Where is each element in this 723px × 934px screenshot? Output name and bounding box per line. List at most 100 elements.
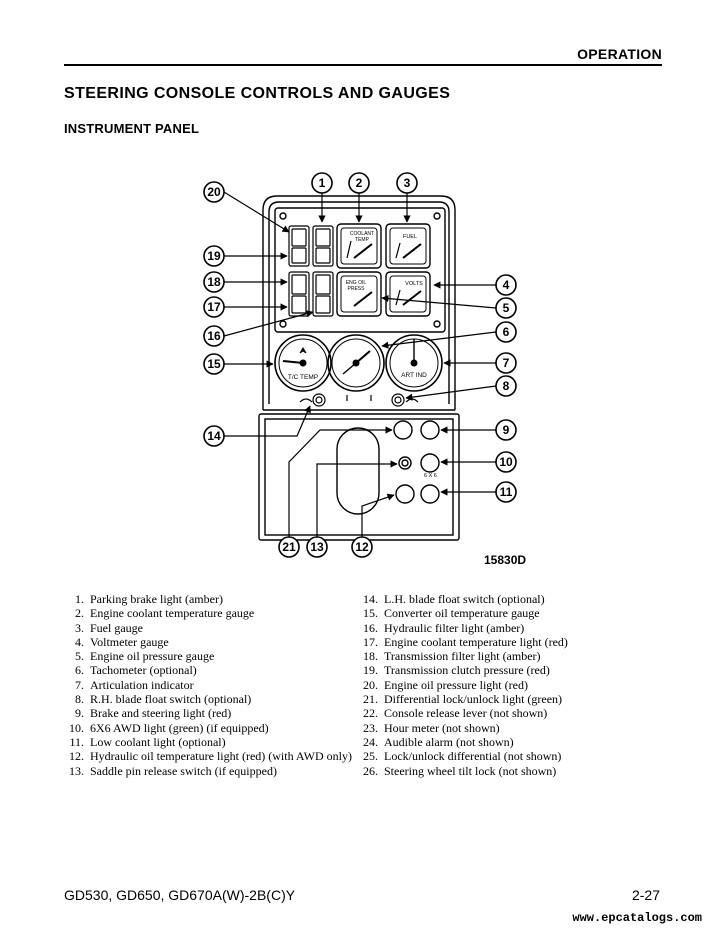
footer-page-number: 2-27 xyxy=(631,887,660,903)
legend-item: 3.Fuel gauge xyxy=(75,620,143,635)
tachometer-gauge xyxy=(327,334,385,392)
svg-text:2: 2 xyxy=(356,176,363,190)
awd-label: 6 X 6 xyxy=(424,473,437,479)
footer-url[interactable]: www.epcatalogs.com xyxy=(572,911,702,925)
callout-12: 12 xyxy=(351,536,373,558)
legend-item: 17.Engine coolant temperature light (red… xyxy=(363,634,568,649)
warning-lamps-left xyxy=(288,225,334,317)
callout-6: 6 xyxy=(495,321,517,343)
art-ind-label: ART IND xyxy=(401,372,427,379)
legend-item: 10.6X6 AWD light (green) (if equipped) xyxy=(69,720,269,735)
legend-item: 1.Parking brake light (amber) xyxy=(75,592,223,606)
instrument-panel-diagram: COOLANT TEMP FUEL ENG OIL PRESS VOLTS T/… xyxy=(203,172,526,567)
svg-text:13: 13 xyxy=(310,540,324,554)
lower-console-lights: 6 X 6 xyxy=(393,420,440,504)
footer-model: GD530, GD650, GD670A(W)-2B(C)Y xyxy=(64,887,296,903)
legend-item: 2.Engine coolant temperature gauge xyxy=(75,606,255,621)
volts-label: VOLTS xyxy=(405,281,423,287)
legend-item: 16.Hydraulic filter light (amber) xyxy=(363,620,525,635)
svg-text:11: 11 xyxy=(500,485,513,499)
leader-lines xyxy=(223,191,497,538)
svg-text:14: 14 xyxy=(207,429,221,443)
callout-16: 16 xyxy=(203,325,225,347)
legend-item: 22.Console release lever (not shown) xyxy=(363,706,548,721)
svg-text:3: 3 xyxy=(404,176,411,190)
legend-item: 20.Engine oil pressure light (red) xyxy=(363,677,528,692)
blade-float-switches xyxy=(299,393,419,407)
legend-item: 14.L.H. blade float switch (optional) xyxy=(363,592,545,606)
legend-item: 26.Steering wheel tilt lock (not shown) xyxy=(363,763,557,778)
callout-9: 9 xyxy=(495,419,517,441)
svg-text:8: 8 xyxy=(503,379,510,393)
legend-item: 13.Saddle pin release switch (if equippe… xyxy=(69,763,277,778)
legend-item: 8.R.H. blade float switch (optional) xyxy=(75,692,252,707)
svg-text:5: 5 xyxy=(503,301,510,315)
svg-text:10: 10 xyxy=(499,455,513,469)
voltmeter-gauge: VOLTS xyxy=(385,271,431,317)
legend-item: 6.Tachometer (optional) xyxy=(75,663,197,678)
callout-13: 13 xyxy=(306,536,328,558)
callout-21: 21 xyxy=(278,536,300,558)
callouts: 1 2 3 4 5 6 7 8 9 10 11 12 13 14 15 16 1… xyxy=(203,172,517,558)
coolant-label-1: COOLANT xyxy=(350,231,374,237)
callout-2: 2 xyxy=(348,172,370,194)
legend-item: 25.Lock/unlock differential (not shown) xyxy=(363,749,562,764)
tc-temp-label: T/C TEMP xyxy=(288,374,318,381)
svg-text:9: 9 xyxy=(503,423,510,437)
svg-text:17: 17 xyxy=(207,300,221,314)
svg-text:20: 20 xyxy=(207,185,221,199)
callout-14: 14 xyxy=(203,425,225,447)
callout-19: 19 xyxy=(203,245,225,267)
legend-item: 24.Audible alarm (not shown) xyxy=(363,734,514,749)
svg-text:6: 6 xyxy=(503,325,510,339)
callout-8: 8 xyxy=(495,375,517,397)
legend-item: 23.Hour meter (not shown) xyxy=(363,720,500,735)
page-title: STEERING CONSOLE CONTROLS AND GAUGES xyxy=(64,85,451,102)
legend-item: 18.Transmission filter light (amber) xyxy=(363,649,541,664)
coolant-temp-gauge: COOLANT TEMP xyxy=(336,223,382,269)
legend-item: 4.Voltmeter gauge xyxy=(75,634,169,649)
legend-right: 14.L.H. blade float switch (optional) 15… xyxy=(356,592,568,778)
legend-item: 9.Brake and steering light (red) xyxy=(75,706,232,721)
fuel-gauge: FUEL xyxy=(385,223,431,269)
articulation-indicator: ART IND xyxy=(385,334,443,392)
legend-item: 5.Engine oil pressure gauge xyxy=(75,649,215,664)
callout-17: 17 xyxy=(203,296,225,318)
legend-item: 11.Low coolant light (optional) xyxy=(69,734,226,749)
callout-3: 3 xyxy=(396,172,418,194)
tc-temp-gauge: T/C TEMP xyxy=(274,334,332,392)
svg-text:19: 19 xyxy=(207,249,221,263)
oil-label-1: ENG OIL xyxy=(346,280,367,286)
svg-text:7: 7 xyxy=(503,356,510,370)
callout-15: 15 xyxy=(203,353,225,375)
fuel-label: FUEL xyxy=(403,234,417,240)
header-rule xyxy=(64,64,662,66)
coolant-label-2: TEMP xyxy=(355,237,370,243)
oil-label-2: PRESS xyxy=(348,286,366,292)
callout-20: 20 xyxy=(203,181,225,203)
svg-text:1: 1 xyxy=(319,176,326,190)
svg-text:16: 16 xyxy=(207,329,221,343)
legend-item: 21.Differential lock/unlock light (green… xyxy=(363,692,563,707)
legend-left: 1.Parking brake light (amber) 2.Engine c… xyxy=(62,592,352,778)
svg-text:21: 21 xyxy=(282,540,296,554)
legend-item: 12.Hydraulic oil temperature light (red)… xyxy=(69,749,352,764)
svg-text:18: 18 xyxy=(207,275,221,289)
callout-1: 1 xyxy=(311,172,333,194)
callout-5: 5 xyxy=(495,297,517,319)
callout-7: 7 xyxy=(495,352,517,374)
section-header: OPERATION xyxy=(577,46,662,62)
callout-4: 4 xyxy=(495,274,517,296)
callout-11: 11 xyxy=(495,481,517,503)
svg-text:4: 4 xyxy=(503,278,510,292)
oil-pressure-gauge: ENG OIL PRESS xyxy=(336,271,382,317)
svg-text:15: 15 xyxy=(207,357,221,371)
legend-item: 19.Transmission clutch pressure (red) xyxy=(363,663,550,678)
legend-item: 7.Articulation indicator xyxy=(75,677,194,692)
figure-id: 15830D xyxy=(484,553,526,567)
svg-text:12: 12 xyxy=(355,540,369,554)
section-subtitle: INSTRUMENT PANEL xyxy=(64,121,200,136)
legend-item: 15.Converter oil temperature gauge xyxy=(363,606,540,621)
callout-18: 18 xyxy=(203,271,225,293)
callout-10: 10 xyxy=(495,451,517,473)
